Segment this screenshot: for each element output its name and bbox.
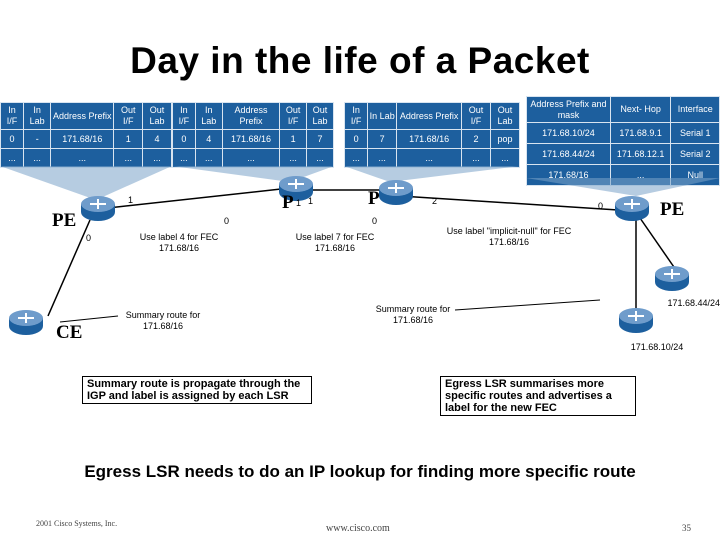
lfib-table-pe: In I/F In Lab Address Prefix Out I/F Out…: [0, 102, 172, 168]
router-icon-p2: [379, 180, 413, 205]
summary-route-right: Summary route for 171.68/16: [375, 304, 451, 325]
label-advert-4: Use label 4 for FEC 171.68/16: [139, 232, 219, 253]
lfib-header-row: In I/F In Lab Address Prefix Out I/F Out…: [343, 102, 520, 130]
iface-pe-right-in: 0: [598, 201, 604, 211]
table-cell: ...: [142, 148, 172, 168]
router-icon-net44: [655, 266, 689, 291]
link-p2-pe: [399, 195, 619, 211]
link-pe-ce: [47, 219, 91, 317]
table-row: 171.68.10/24 171.68.9.1 Serial 1: [526, 122, 720, 144]
router-icon-p1: [279, 176, 313, 201]
lfib-header: In I/F: [0, 102, 25, 130]
iface-pe-left-down: 0: [86, 233, 92, 243]
label-advert-implicit-null: Use label "implicit-null" for FEC 171.68…: [446, 226, 572, 247]
slide-title: Day in the life of a Packet: [130, 40, 590, 81]
router-icon-ce: [9, 310, 43, 335]
link-pe-p1: [107, 187, 291, 209]
lfib-header: Address Prefix: [221, 102, 281, 130]
lfib-header: In Lab: [194, 102, 223, 130]
egress-note-box: Egress LSR summarises more specific rout…: [440, 376, 636, 416]
lfib-header: Address Prefix: [50, 102, 115, 130]
iface-p2-in: 0: [372, 216, 378, 226]
router-icon-pe-left: [81, 196, 115, 221]
route-header: Address Prefix and mask: [526, 96, 611, 123]
table-row: ... ... ... ... ...: [0, 148, 172, 168]
iface-p1-in: 0: [224, 216, 230, 226]
label-advert-7: Use label 7 for FEC 171.68/16: [295, 232, 375, 253]
route-header: Next- Hop: [609, 96, 672, 123]
node-label-ce: CE: [56, 322, 83, 343]
table-row: 0 7 171.68/16 2 pop: [343, 129, 520, 149]
page-number: 35: [682, 523, 691, 533]
node-sublabel-p1: 1: [296, 198, 302, 208]
node-label-p1: P: [282, 192, 294, 213]
footer-url: www.cisco.com: [326, 523, 390, 534]
iface-pe-left-out: 1: [128, 195, 134, 205]
lfib-table-p1: In I/F In Lab Address Prefix Out I/F Out…: [172, 102, 334, 168]
lfib-header: Out Lab: [142, 102, 172, 130]
node-label-p2: P: [368, 188, 380, 209]
copyright-text: 2001 Cisco Systems, Inc.: [36, 519, 118, 528]
lfib-header: In Lab: [23, 102, 52, 130]
route-header-row: Address Prefix and mask Next- Hop Interf…: [526, 96, 720, 123]
lfib-table-p2: In I/F In Lab Address Prefix Out I/F Out…: [343, 102, 520, 168]
iface-p2-out: 2: [432, 196, 438, 206]
network-label-10: 171.68.10/24: [630, 342, 684, 352]
iface-p1-out: 1: [308, 196, 314, 206]
lfib-header: In I/F: [343, 102, 369, 130]
callout-pe-right: [526, 178, 720, 196]
arrow-summary-right: [454, 299, 601, 311]
link-pe-r44: [639, 217, 677, 271]
table-row: ... ... ... ... ...: [172, 148, 334, 168]
lfib-header: In I/F: [172, 102, 196, 130]
node-label-pe-left: PE: [52, 210, 77, 231]
footer-message: Egress LSR needs to do an IP lookup for …: [84, 462, 636, 481]
callout-pe: [0, 166, 172, 200]
table-row: 171.68.44/24 171.68.12.1 Serial 2: [526, 143, 720, 165]
network-label-44: 171.68.44/24: [667, 298, 720, 308]
igp-note-box: Summary route is propagate through the I…: [82, 376, 312, 404]
summary-route-left: Summary route for 171.68/16: [125, 310, 201, 331]
lfib-header: Out I/F: [279, 102, 308, 130]
router-icon-net10: [619, 308, 653, 333]
lfib-header-row: In I/F In Lab Address Prefix Out I/F Out…: [172, 102, 334, 130]
callout-p2: [344, 166, 520, 182]
lfib-header-row: In I/F In Lab Address Prefix Out I/F Out…: [0, 102, 172, 130]
router-icon-pe-right: [615, 196, 649, 221]
arrow-summary-left: [59, 315, 119, 323]
node-label-pe-right: PE: [660, 199, 685, 220]
